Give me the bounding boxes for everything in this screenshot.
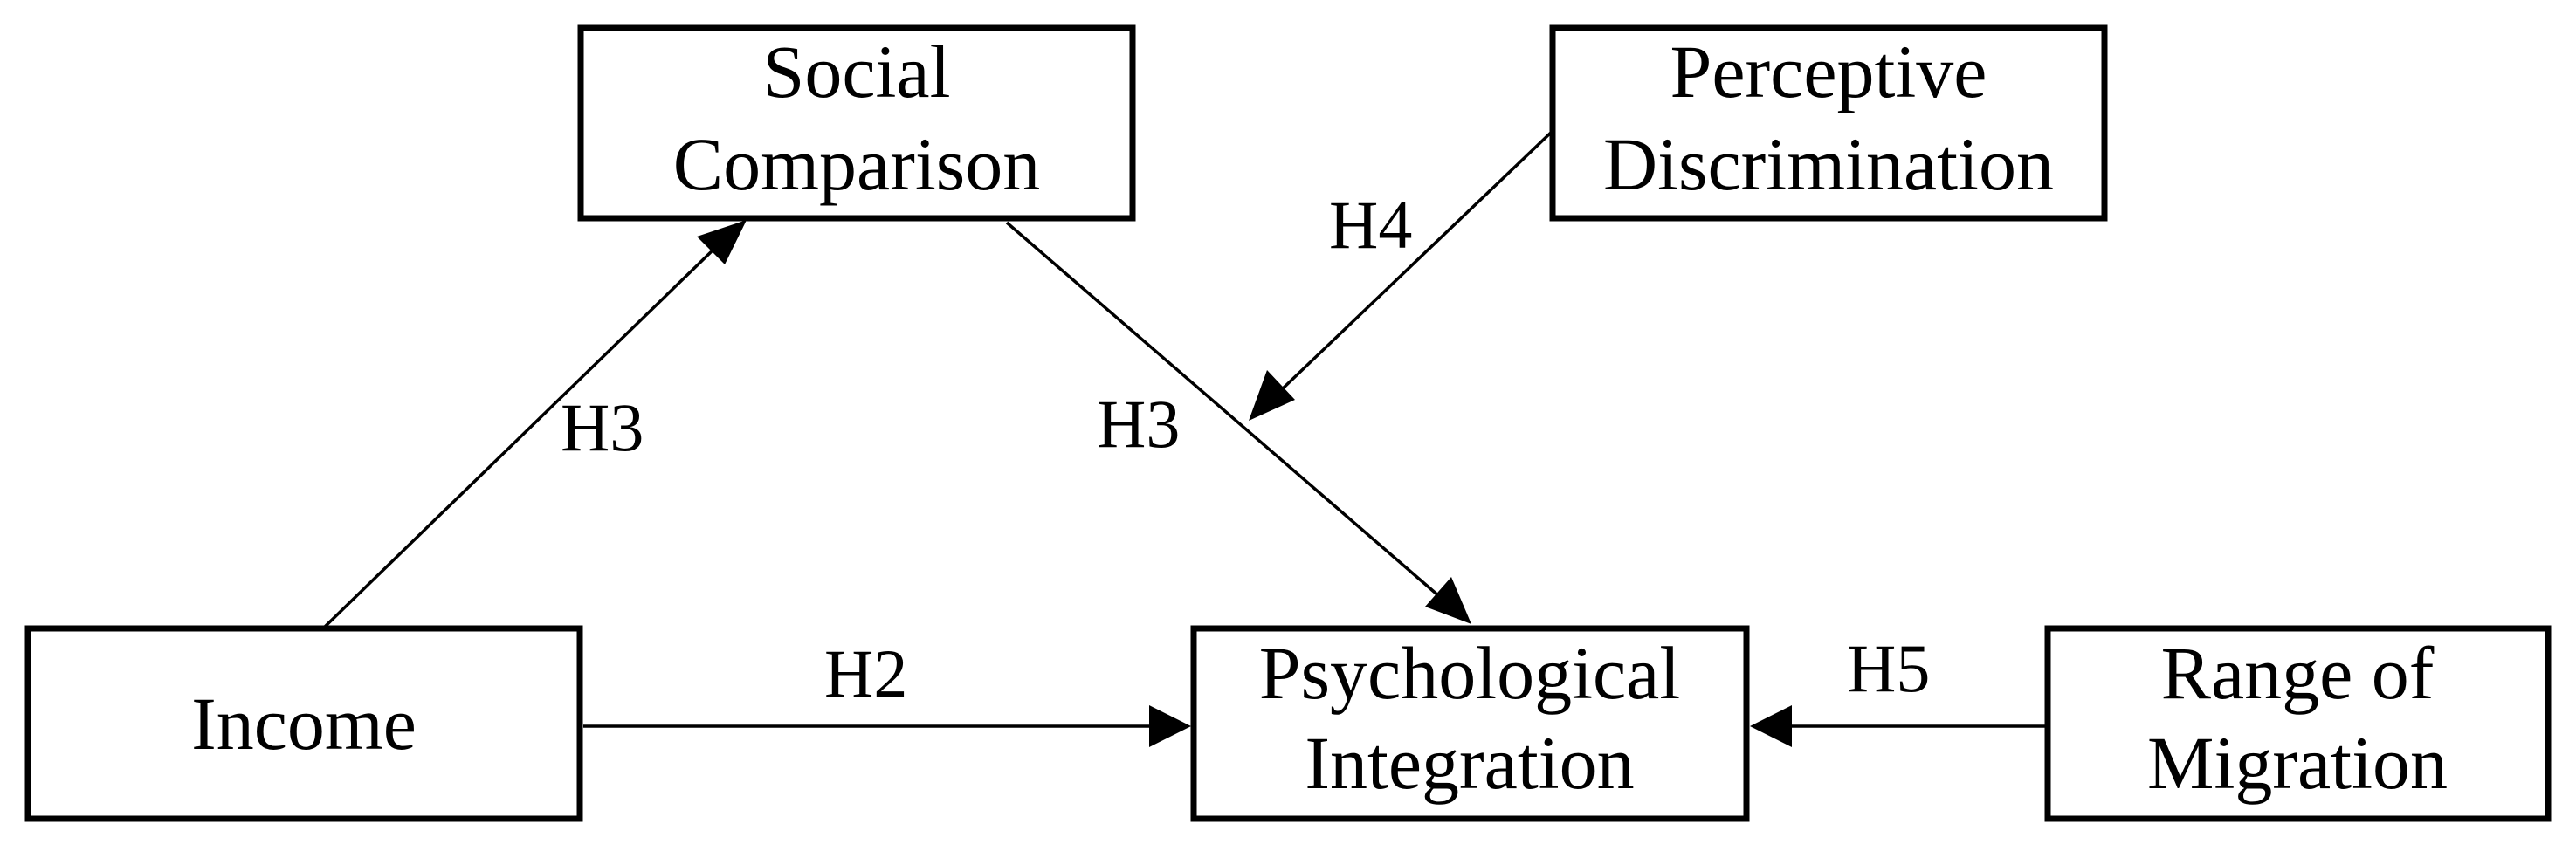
income-label: Income: [191, 682, 417, 765]
range-of-migration-label-line1: Range of: [2161, 631, 2435, 715]
social-comparison-to-psychological-integration-label: H3: [1097, 386, 1180, 462]
social-comparison-to-psychological-integration-arrow: [1005, 221, 1441, 598]
income-to-social-comparison-label: H3: [561, 389, 644, 465]
perceptive-discrimination-moderation-label: H4: [1329, 187, 1412, 263]
range-of-migration-to-psychological-integration-arrowhead: [1750, 705, 1792, 747]
range-of-migration-box: [2044, 625, 2552, 822]
psychological-integration-box: [1190, 625, 1750, 822]
income-to-social-comparison-arrow: [323, 247, 716, 628]
perceptive-discrimination-label-line2: Discrimination: [1603, 122, 2054, 206]
social-comparison-to-psychological-integration-arrowhead: [1425, 577, 1471, 624]
income-box: [24, 625, 583, 822]
psychological-integration-label-line1: Psychological: [1259, 631, 1681, 715]
income-to-psychological-integration-arrowhead: [1149, 705, 1191, 747]
social-comparison-label-line1: Social: [763, 30, 951, 113]
perceptive-discrimination-moderation-arrowhead: [1249, 370, 1295, 421]
perceptive-discrimination-moderation-arrow: [1279, 129, 1554, 392]
range-of-migration-label-line2: Migration: [2147, 721, 2448, 805]
perceptive-discrimination-box: [1549, 24, 2108, 222]
range-of-migration-to-psychological-integration-label: H5: [1847, 630, 1930, 706]
income-to-psychological-integration-label: H2: [824, 635, 907, 711]
perceptive-discrimination-label-line1: Perceptive: [1670, 30, 1987, 113]
social-comparison-box: [577, 24, 1136, 222]
income-to-social-comparison-arrowhead: [697, 220, 747, 264]
social-comparison-label-line2: Comparison: [673, 122, 1040, 206]
psychological-integration-label-line2: Integration: [1305, 721, 1634, 805]
